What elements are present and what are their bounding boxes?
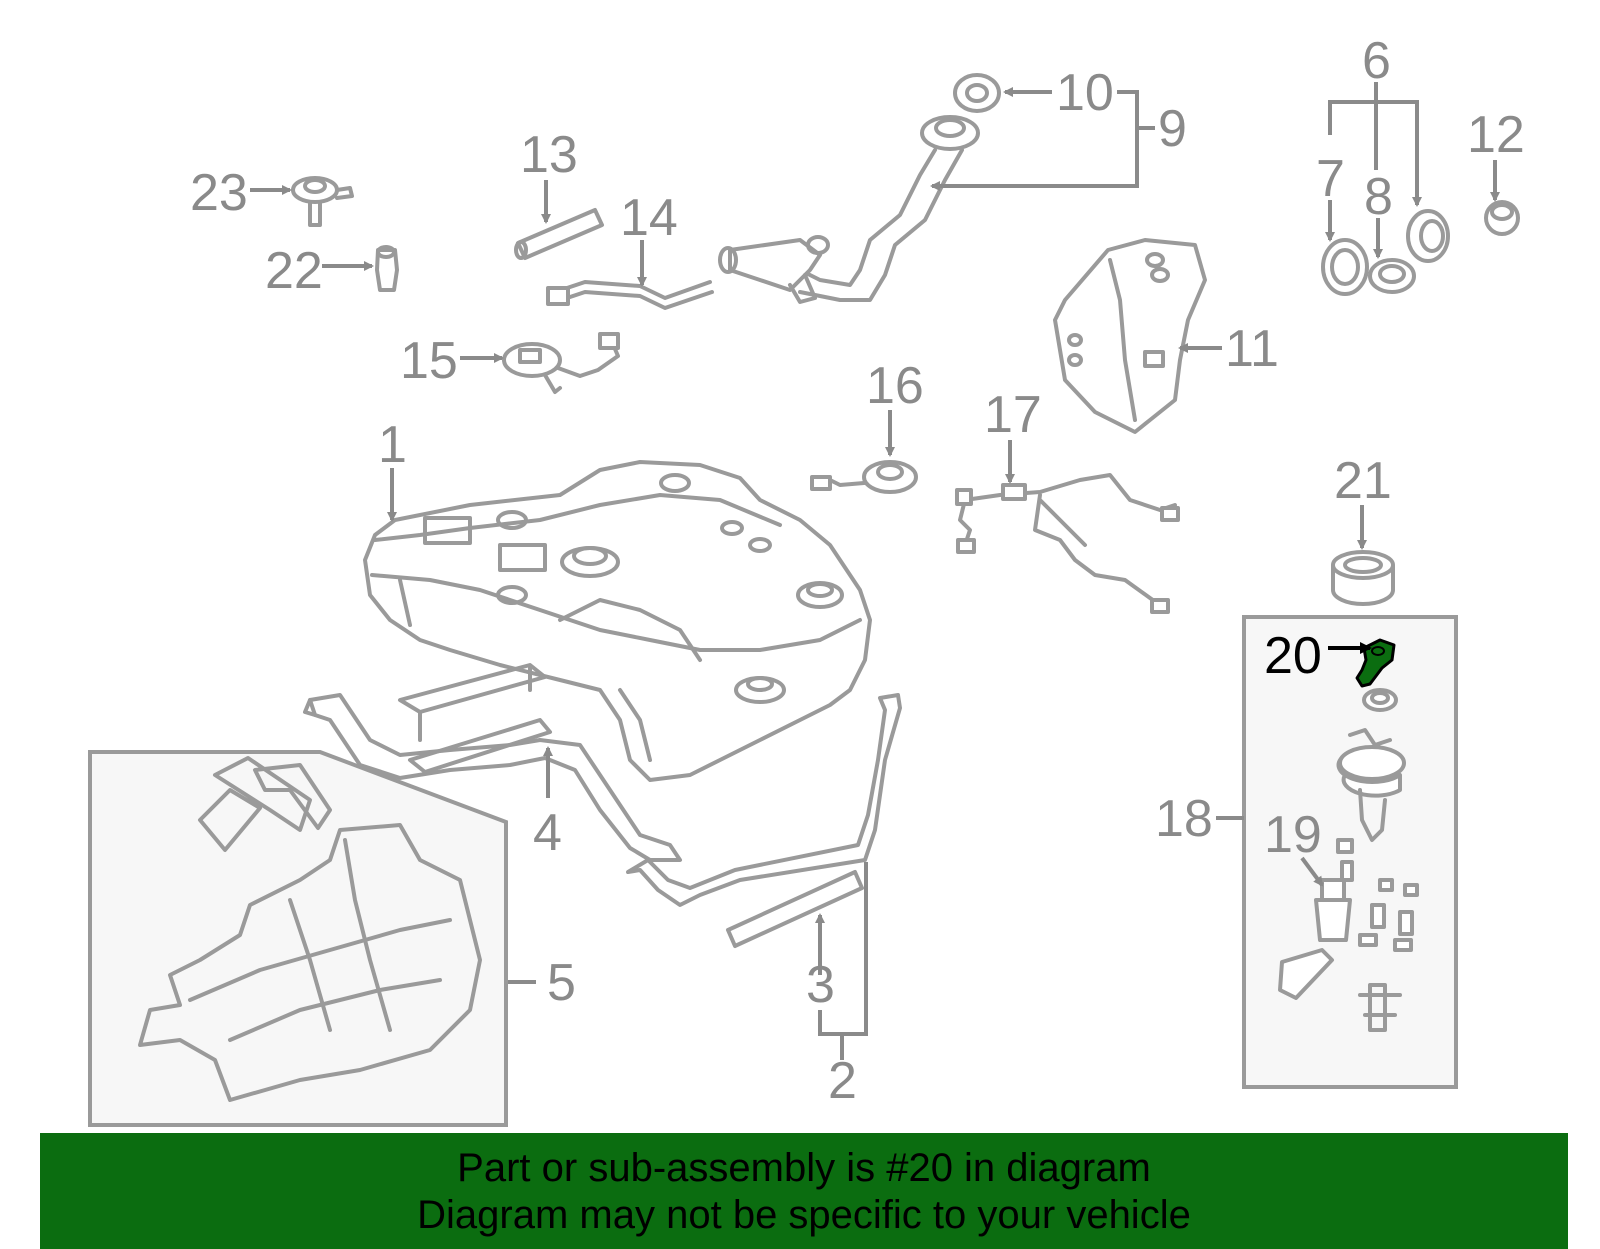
callout-7: 7 [1316,150,1345,208]
callout-4: 4 [533,804,562,862]
part-17-harness [955,473,1180,614]
part-21-lock-ring [1331,550,1395,606]
callout-14: 14 [620,189,678,247]
callout-6: 6 [1362,32,1391,90]
callout-19: 19 [1264,806,1322,864]
banner-line-1: Part or sub-assembly is #20 in diagram [457,1146,1151,1190]
callout-17: 17 [984,386,1042,444]
part-2-3-straps [626,693,902,948]
part-22-valve [375,245,399,292]
callout-16: 16 [866,357,924,415]
callout-1: 1 [378,416,407,474]
callout-20: 20 [1264,627,1322,685]
callout-5: 5 [547,954,576,1012]
callout-18: 18 [1155,790,1213,848]
part-1-fuel-tank [363,460,872,782]
part-14-hose [546,280,714,310]
part-16-sender [810,460,918,494]
part-4-tank-strap [303,663,682,862]
callout-12: 12 [1467,106,1525,164]
callout-22: 22 [265,242,323,300]
part-23-valve [291,176,354,227]
callout-13: 13 [520,126,578,184]
callout-10: 10 [1056,64,1114,122]
part-18-fuel-pump-module [1336,688,1406,882]
callout-21: 21 [1334,452,1392,510]
callout-3: 3 [806,956,835,1014]
part-12-cap [1484,200,1520,236]
info-banner: Part or sub-assembly is #20 in diagram D… [40,1133,1568,1249]
part-5-skid-plate-box [88,750,508,1127]
banner-line-2: Diagram may not be specific to your vehi… [417,1193,1191,1237]
part-6-grommet [1406,209,1450,263]
leader-6-bracket [1328,100,1422,207]
callout-9: 9 [1158,100,1187,158]
callout-2: 2 [828,1052,857,1110]
part-7-grommet [1321,238,1369,296]
part-8-grommet [1368,258,1416,294]
callout-15: 15 [400,332,458,390]
callout-8: 8 [1364,168,1393,226]
part-15-sender [502,332,620,394]
leader-19 [1300,856,1324,887]
part-11-heat-shield [1053,238,1207,434]
part-19-fuel-pump [1278,878,1419,1032]
part-9-filler-neck [718,115,980,304]
leader-9-bracket [930,90,1139,191]
part-13-hose [514,208,604,260]
callout-11: 11 [1225,320,1279,378]
part-10-cap-ring [953,73,1001,113]
callout-23: 23 [190,164,248,222]
